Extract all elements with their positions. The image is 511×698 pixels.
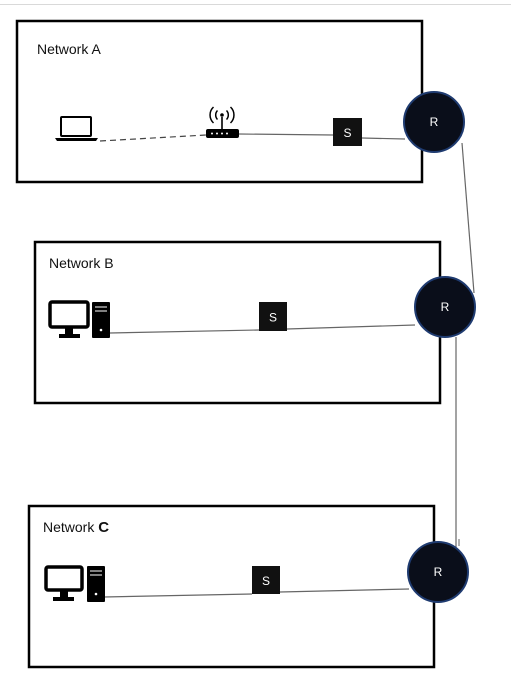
network-c: Network C S [27,504,436,669]
pc-switch-cable-b [109,329,260,334]
laptop-icon [55,116,98,141]
switch-b: S [259,302,287,331]
network-b: Network B S [33,240,442,405]
switch-a: S [333,118,362,146]
network-c-label: Network C [43,519,109,536]
network-b-label: Network B [49,255,114,271]
router-c: R [407,541,469,603]
switch-router-cable-b [286,324,416,330]
router-b: R [414,276,476,338]
router-c-label: R [434,565,443,579]
router-a-label: R [430,115,439,129]
switch-c: S [252,566,280,594]
network-c-label-letter: C [98,519,109,536]
switch-a-label: S [343,126,351,140]
network-a: Network A S [15,19,424,184]
switch-router-cable-c [279,588,410,593]
router-a: R [403,91,465,153]
switch-router-cable-a [361,137,406,140]
pc-switch-cable-c [103,593,253,598]
desktop-computer-icon [44,565,105,602]
wireless-link [99,134,207,142]
switch-b-label: S [269,311,277,325]
switch-c-label: S [262,574,270,588]
router-a-b-link [461,142,475,294]
router-b-label: R [441,300,450,314]
wireless-access-point-icon [206,106,239,138]
top-divider [0,4,511,5]
ap-switch-cable [238,133,334,136]
network-a-label: Network A [37,41,101,57]
desktop-computer-icon [48,300,110,338]
